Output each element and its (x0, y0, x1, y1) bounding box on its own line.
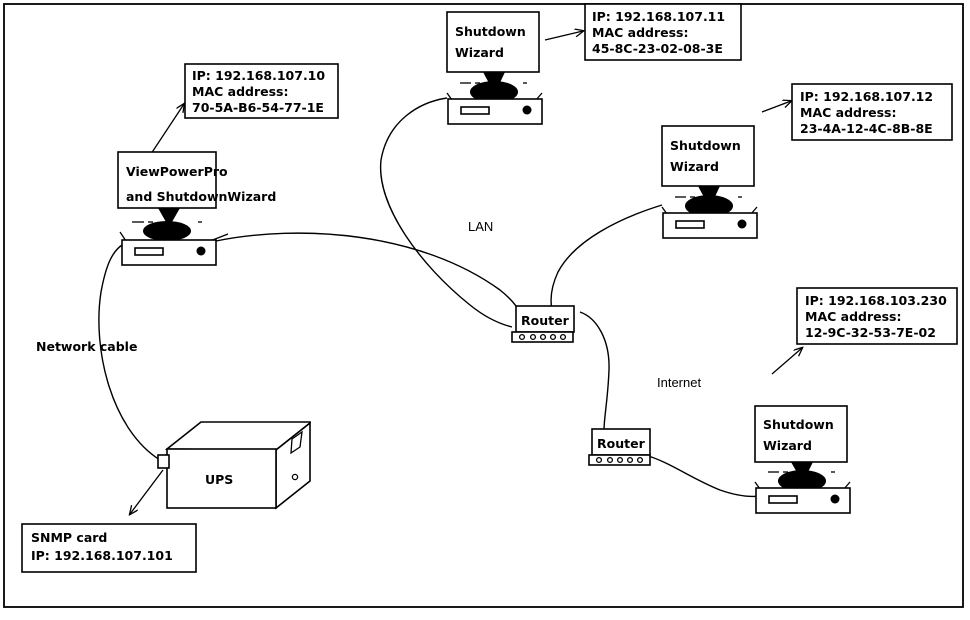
callout-client-top: IP: 192.168.107.11 MAC address: 45-8C-23… (584, 3, 742, 61)
callout-client-remote: IP: 192.168.103.230 MAC address: 12-9C-3… (796, 287, 958, 345)
callout-snmp-card: SNMP card IP: 192.168.107.101 (21, 523, 197, 573)
callout-viewpowerpro-line1: IP: 192.168.107.10 (192, 68, 325, 83)
computer-client-remote-screen-line1: Shutdown (763, 417, 834, 432)
computer-viewpowerpro-screen-line2: and ShutdownWizard (126, 189, 276, 204)
callout-viewpowerpro-line3: 70-5A-B6-54-77-1E (192, 100, 324, 115)
callout-client-remote-line3: 12-9C-32-53-7E-02 (805, 325, 936, 340)
computer-client-right-screen-line1: Shutdown (670, 138, 741, 153)
label-internet: Internet (657, 375, 701, 390)
diagram-border (3, 3, 964, 608)
computer-client-remote-screen-line2: Wizard (763, 438, 812, 453)
computer-client-top-screen-line1: Shutdown (455, 24, 526, 39)
arrow-to-callout-client-remote (771, 348, 802, 375)
callout-client-remote-line1: IP: 192.168.103.230 (805, 293, 947, 308)
arrow-ups-to-snmp (130, 469, 164, 514)
arrow-to-callout-client-right (761, 101, 791, 113)
label-lan: LAN (468, 219, 493, 234)
callout-snmp-card-line1: SNMP card (31, 530, 107, 545)
computer-viewpowerpro-screen-line1: ViewPowerPro (126, 164, 228, 179)
router-internet: Router (588, 428, 651, 466)
router-internet-label: Router (597, 436, 646, 451)
cable-group (98, 97, 761, 514)
callout-client-right-line1: IP: 192.168.107.12 (800, 89, 933, 104)
callout-client-right-line3: 23-4A-12-4C-8B-8E (800, 121, 933, 136)
computer-client-top: Shutdown Wizard (446, 11, 543, 125)
computer-client-right-screen-line2: Wizard (670, 159, 719, 174)
callout-client-right-line2: MAC address: (800, 105, 897, 120)
computer-client-remote: Shutdown Wizard (754, 405, 851, 514)
callout-client-remote-line2: MAC address: (805, 309, 902, 324)
computer-client-right: Shutdown Wizard (661, 125, 758, 239)
cable-client-right-to-router (550, 204, 663, 311)
callout-client-top-line3: 45-8C-23-02-08-3E (592, 41, 723, 56)
callout-snmp-card-line2: IP: 192.168.107.101 (31, 548, 173, 563)
cable-router-to-client-remote (644, 454, 761, 498)
callout-client-right: IP: 192.168.107.12 MAC address: 23-4A-12… (791, 83, 953, 141)
callout-viewpowerpro: IP: 192.168.107.10 MAC address: 70-5A-B6… (184, 63, 339, 119)
callout-viewpowerpro-line2: MAC address: (192, 84, 289, 99)
cable-router-to-router (579, 311, 610, 431)
callout-client-top-line2: MAC address: (592, 25, 689, 40)
computer-viewpowerpro: ViewPowerPro and ShutdownWizard (117, 151, 276, 266)
cable-viewpowerpro-to-router (215, 232, 521, 313)
router-lan: Router (511, 305, 575, 343)
router-lan-label: Router (521, 313, 570, 328)
cable-client-top-to-router (379, 97, 513, 328)
ups-label: UPS (205, 472, 233, 487)
label-network-cable: Network cable (36, 339, 137, 354)
arrow-to-callout-client-top (544, 31, 583, 41)
computer-client-top-screen-line2: Wizard (455, 45, 504, 60)
cable-ups-to-viewpowerpro (98, 244, 161, 461)
ups-device: UPS (157, 421, 311, 510)
callout-client-top-line1: IP: 192.168.107.11 (592, 9, 725, 24)
